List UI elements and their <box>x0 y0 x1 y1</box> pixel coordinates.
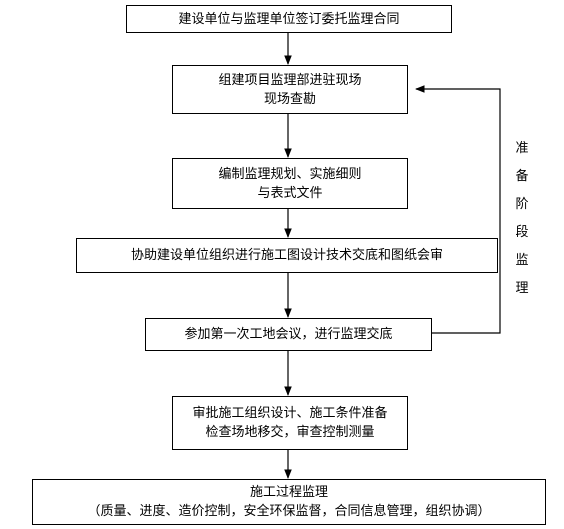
feedback-label-char: 段 <box>515 225 529 240</box>
step-7-line-1: 施工过程监理 <box>249 485 328 500</box>
step-1-sign-contract: 建设单位与监理单位签订委托监理合同 <box>126 5 452 33</box>
step-4-line-1: 协助建设单位组织进行施工图设计技术交底和图纸会审 <box>130 248 443 263</box>
step-7-line-2: （质量、进度、造价控制，安全环保监督，合同信息管理，组织协调） <box>87 504 491 519</box>
step-7-construction-supervision: 施工过程监理 （质量、进度、造价控制，安全环保监督，合同信息管理，组织协调） <box>32 479 546 525</box>
step-6-approval-inspection: 审批施工组织设计、施工条件准备 检查场地移交，审查控制测量 <box>172 396 408 450</box>
feedback-label-char: 阶 <box>515 197 529 212</box>
step-5-line-1: 参加第一次工地会议，进行监理交底 <box>184 327 393 342</box>
step-4-design-review: 协助建设单位组织进行施工图设计技术交底和图纸会审 <box>76 238 498 273</box>
step-3-line-1: 编制监理规划、实施细则 <box>218 166 362 182</box>
step-2-setup-office: 组建项目监理部进驻现场 现场查勘 <box>172 65 408 114</box>
step-6-line-1: 审批施工组织设计、施工条件准备 <box>192 406 388 421</box>
step-3-planning-docs: 编制监理规划、实施细则 与表式文件 <box>172 158 408 209</box>
step-1-line-1: 建设单位与监理单位签订委托监理合同 <box>178 11 400 27</box>
feedback-label-char: 准 <box>515 141 529 156</box>
feedback-loop-line <box>415 85 501 334</box>
feedback-label-char: 监 <box>515 253 529 268</box>
step-3-line-2: 与表式文件 <box>257 185 323 201</box>
step-5-first-meeting: 参加第一次工地会议，进行监理交底 <box>145 318 432 351</box>
step-6-line-2: 检查场地移交，审查控制测量 <box>205 425 375 440</box>
step-2-line-1: 组建项目监理部进驻现场 <box>218 72 362 88</box>
feedback-label-char: 备 <box>515 169 529 184</box>
feedback-label-char: 理 <box>515 281 529 296</box>
feedback-label-preparation-stage: 准 备 阶 段 监 理 <box>512 135 532 303</box>
step-2-line-2: 现场查勘 <box>263 91 316 107</box>
